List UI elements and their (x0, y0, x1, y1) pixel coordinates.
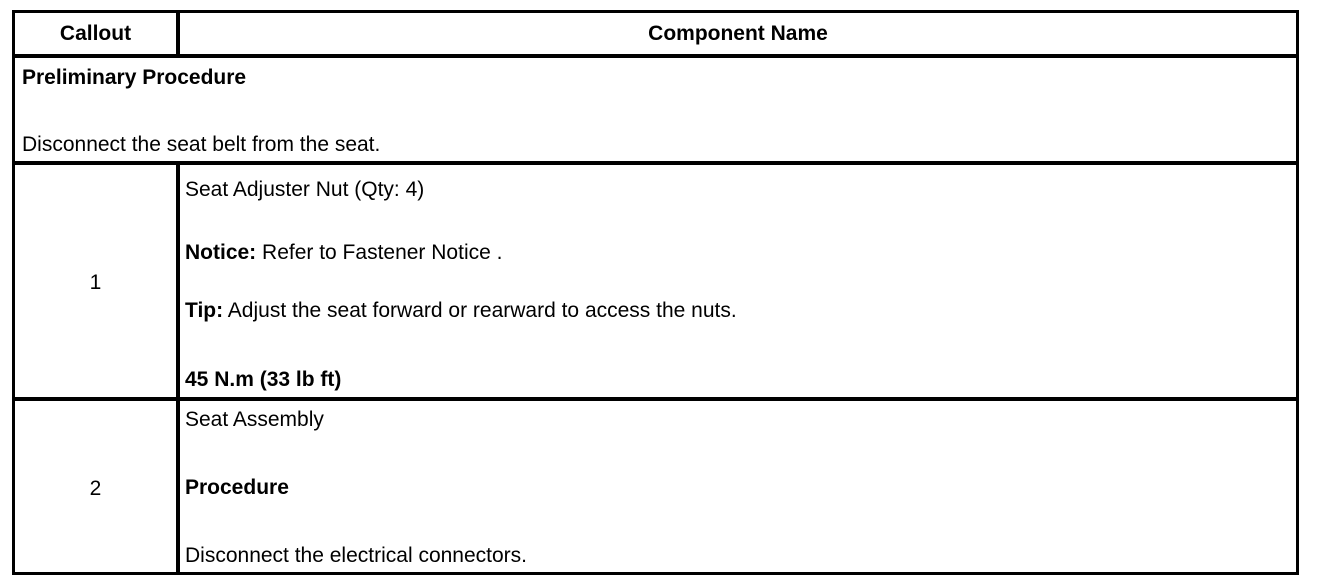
row-2-callout: 2 (89, 477, 102, 500)
row-1-component-name: Seat Adjuster Nut (Qty: 4) (185, 178, 425, 201)
preliminary-bottom-border (15, 161, 1296, 165)
row-1-tip-label: Tip: (185, 299, 224, 322)
row-2-component-name: Seat Assembly (185, 408, 324, 431)
component-table: Callout Component Name Preliminary Proce… (12, 10, 1299, 575)
row-1-tip-text: Adjust the seat forward or rearward to a… (223, 299, 737, 322)
row-1-divider (176, 165, 180, 398)
row-2-divider (176, 401, 180, 573)
row-1-torque: 45 N.m (33 lb ft) (185, 368, 342, 391)
header-component-name: Component Name (648, 22, 828, 45)
preliminary-text: Disconnect the seat belt from the seat. (22, 133, 381, 156)
row-1-notice: Notice: Refer to Fastener Notice . (185, 241, 502, 265)
preliminary-title: Preliminary Procedure (22, 66, 247, 89)
header-divider (176, 13, 180, 54)
row-1-callout: 1 (89, 271, 102, 294)
header-callout: Callout (59, 22, 132, 45)
row-1-bottom-border (15, 397, 1296, 401)
row-1-notice-label: Notice: (185, 241, 257, 264)
row-1-tip: Tip: Adjust the seat forward or rearward… (185, 299, 737, 323)
row-1-notice-text: Refer to Fastener Notice . (256, 241, 503, 264)
row-2-procedure-label: Procedure (185, 476, 289, 499)
header-bottom-border (15, 54, 1296, 58)
row-2-procedure-text: Disconnect the electrical connectors. (185, 544, 527, 567)
